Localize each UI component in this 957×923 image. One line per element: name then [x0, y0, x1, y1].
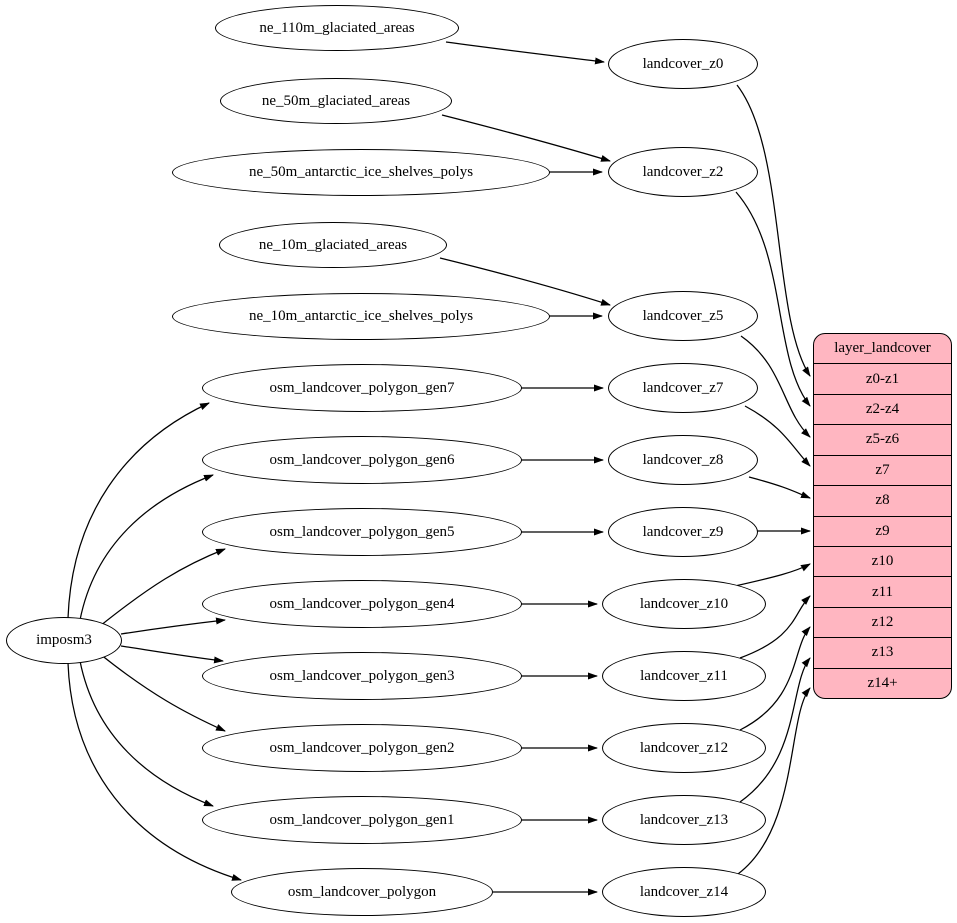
node-landcover-z12: landcover_z12	[602, 723, 766, 773]
edge-ne-110m-glaciated-areas-to-landcover-z0	[445, 41, 605, 65]
node-ne-10m-antarctic-ice-shelves-polys: ne_10m_antarctic_ice_shelves_polys	[172, 293, 550, 340]
edge-ne-10m-glaciated-areas-to-landcover-z5	[439, 257, 611, 306]
edge-imposm3-to-osm-landcover-polygon	[67, 662, 242, 881]
node-osm-landcover-polygon: osm_landcover_polygon	[231, 868, 493, 916]
record-row-z2-z4: z2-z4	[814, 393, 951, 424]
node-label: landcover_z0	[642, 55, 724, 72]
node-label: ne_50m_antarctic_ice_shelves_polys	[248, 164, 474, 180]
edge-ne-50m-glaciated-areas-to-landcover-z2	[441, 114, 611, 162]
node-imposm3-label: imposm3	[36, 632, 92, 648]
record-row-z9: z9	[814, 515, 951, 546]
edge-landcover-z13-to-row-z13	[739, 657, 811, 803]
record-row-z0-z1: z0-z1	[814, 363, 951, 393]
edge-landcover-z5-to-row-z5-z6	[740, 335, 811, 438]
record-row-z14plus: z14+	[814, 667, 951, 698]
node-label: osm_landcover_polygon_gen4	[269, 595, 455, 612]
node-osm-landcover-polygon-gen4: osm_landcover_polygon_gen4	[202, 580, 522, 628]
record-row-z12: z12	[814, 606, 951, 637]
node-label: landcover_z13	[639, 811, 729, 828]
node-layer-landcover: layer_landcover z0-z1 z2-z4 z5-z6 z7 z8 …	[813, 333, 952, 699]
record-row-z10: z10	[814, 545, 951, 576]
edge-imposm3-to-osm-landcover-polygon-gen2	[99, 653, 226, 732]
node-landcover-z14: landcover_z14	[602, 867, 766, 917]
edge-imposm3-to-osm-landcover-polygon-gen3	[120, 645, 224, 664]
node-label: ne_10m_glaciated_areas	[258, 236, 408, 253]
node-label: osm_landcover_polygon_gen3	[269, 667, 455, 684]
edge-landcover-z11-to-row-z11	[739, 595, 811, 659]
node-label: landcover_z11	[640, 667, 728, 684]
node-label: ne_50m_glaciated_areas	[261, 92, 411, 109]
node-imposm3: imposm3	[6, 617, 122, 664]
edge-landcover-z10-to-row-z10	[734, 563, 811, 587]
edge-landcover-z14-to-row-z14plus	[737, 687, 811, 875]
node-osm-landcover-polygon-gen3: osm_landcover_polygon_gen3	[202, 652, 522, 700]
node-landcover-z5: landcover_z5	[608, 291, 758, 341]
record-row-z11: z11	[814, 576, 951, 606]
node-ne-10m-glaciated-areas: ne_10m_glaciated_areas	[219, 222, 447, 268]
node-osm-landcover-polygon-gen7: osm_landcover_polygon_gen7	[202, 364, 522, 412]
edge-imposm3-to-osm-landcover-polygon-gen6	[79, 474, 214, 621]
node-ne-50m-glaciated-areas: ne_50m_glaciated_areas	[220, 78, 452, 124]
node-label: landcover_z8	[642, 451, 724, 468]
edge-imposm3-to-osm-landcover-polygon-gen4	[120, 617, 226, 635]
node-osm-landcover-polygon-gen6: osm_landcover_polygon_gen6	[202, 436, 522, 484]
node-label: osm_landcover_polygon_gen7	[269, 379, 455, 396]
edge-imposm3-to-osm-landcover-polygon-gen7	[67, 402, 210, 619]
node-landcover-z0: landcover_z0	[608, 39, 758, 89]
node-label: landcover_z10	[639, 595, 729, 612]
record-title: layer_landcover	[834, 340, 931, 357]
node-label: ne_10m_antarctic_ice_shelves_polys	[248, 308, 474, 324]
node-landcover-z2: landcover_z2	[608, 147, 758, 197]
record-row-z8: z8	[814, 485, 951, 515]
node-landcover-z7: landcover_z7	[608, 363, 758, 413]
node-landcover-z10: landcover_z10	[602, 579, 766, 629]
node-label: osm_landcover_polygon_gen1	[269, 811, 455, 828]
node-label: ne_110m_glaciated_areas	[259, 19, 415, 36]
node-ne-110m-glaciated-areas: ne_110m_glaciated_areas	[215, 5, 459, 51]
node-label: landcover_z12	[639, 739, 729, 756]
edge-landcover-z2-to-row-z2-z4	[735, 191, 811, 407]
node-label: osm_landcover_polygon_gen6	[269, 451, 455, 468]
node-ne-50m-antarctic-ice-shelves-polys: ne_50m_antarctic_ice_shelves_polys	[172, 149, 550, 196]
node-label: osm_landcover_polygon	[287, 883, 437, 900]
node-label: landcover_z2	[642, 163, 724, 180]
edge-landcover-z8-to-row-z8	[748, 476, 811, 499]
node-landcover-z8: landcover_z8	[608, 435, 758, 485]
node-label: landcover_z7	[642, 379, 724, 396]
node-label: landcover_z14	[639, 883, 729, 900]
node-label: landcover_z5	[642, 307, 724, 324]
node-osm-landcover-polygon-gen2: osm_landcover_polygon_gen2	[202, 724, 522, 772]
record-row-z13: z13	[814, 637, 951, 667]
node-label: landcover_z9	[642, 523, 724, 540]
edge-landcover-z0-to-row-z0-z1	[736, 84, 811, 377]
node-osm-landcover-polygon-gen1: osm_landcover_polygon_gen1	[202, 796, 522, 844]
edge-landcover-z7-to-row-z7	[744, 405, 811, 467]
node-label: osm_landcover_polygon_gen5	[269, 523, 455, 540]
node-landcover-z13: landcover_z13	[602, 795, 766, 845]
edge-landcover-z12-to-row-z12	[739, 626, 811, 731]
node-landcover-z11: landcover_z11	[602, 651, 766, 701]
node-label: osm_landcover_polygon_gen2	[269, 739, 455, 756]
record-row-z5-z6: z5-z6	[814, 424, 951, 454]
edge-imposm3-to-osm-landcover-polygon-gen1	[79, 660, 214, 807]
node-osm-landcover-polygon-gen5: osm_landcover_polygon_gen5	[202, 508, 522, 556]
edge-imposm3-to-osm-landcover-polygon-gen5	[99, 548, 226, 627]
record-row-z7: z7	[814, 454, 951, 485]
node-landcover-z9: landcover_z9	[608, 507, 758, 557]
